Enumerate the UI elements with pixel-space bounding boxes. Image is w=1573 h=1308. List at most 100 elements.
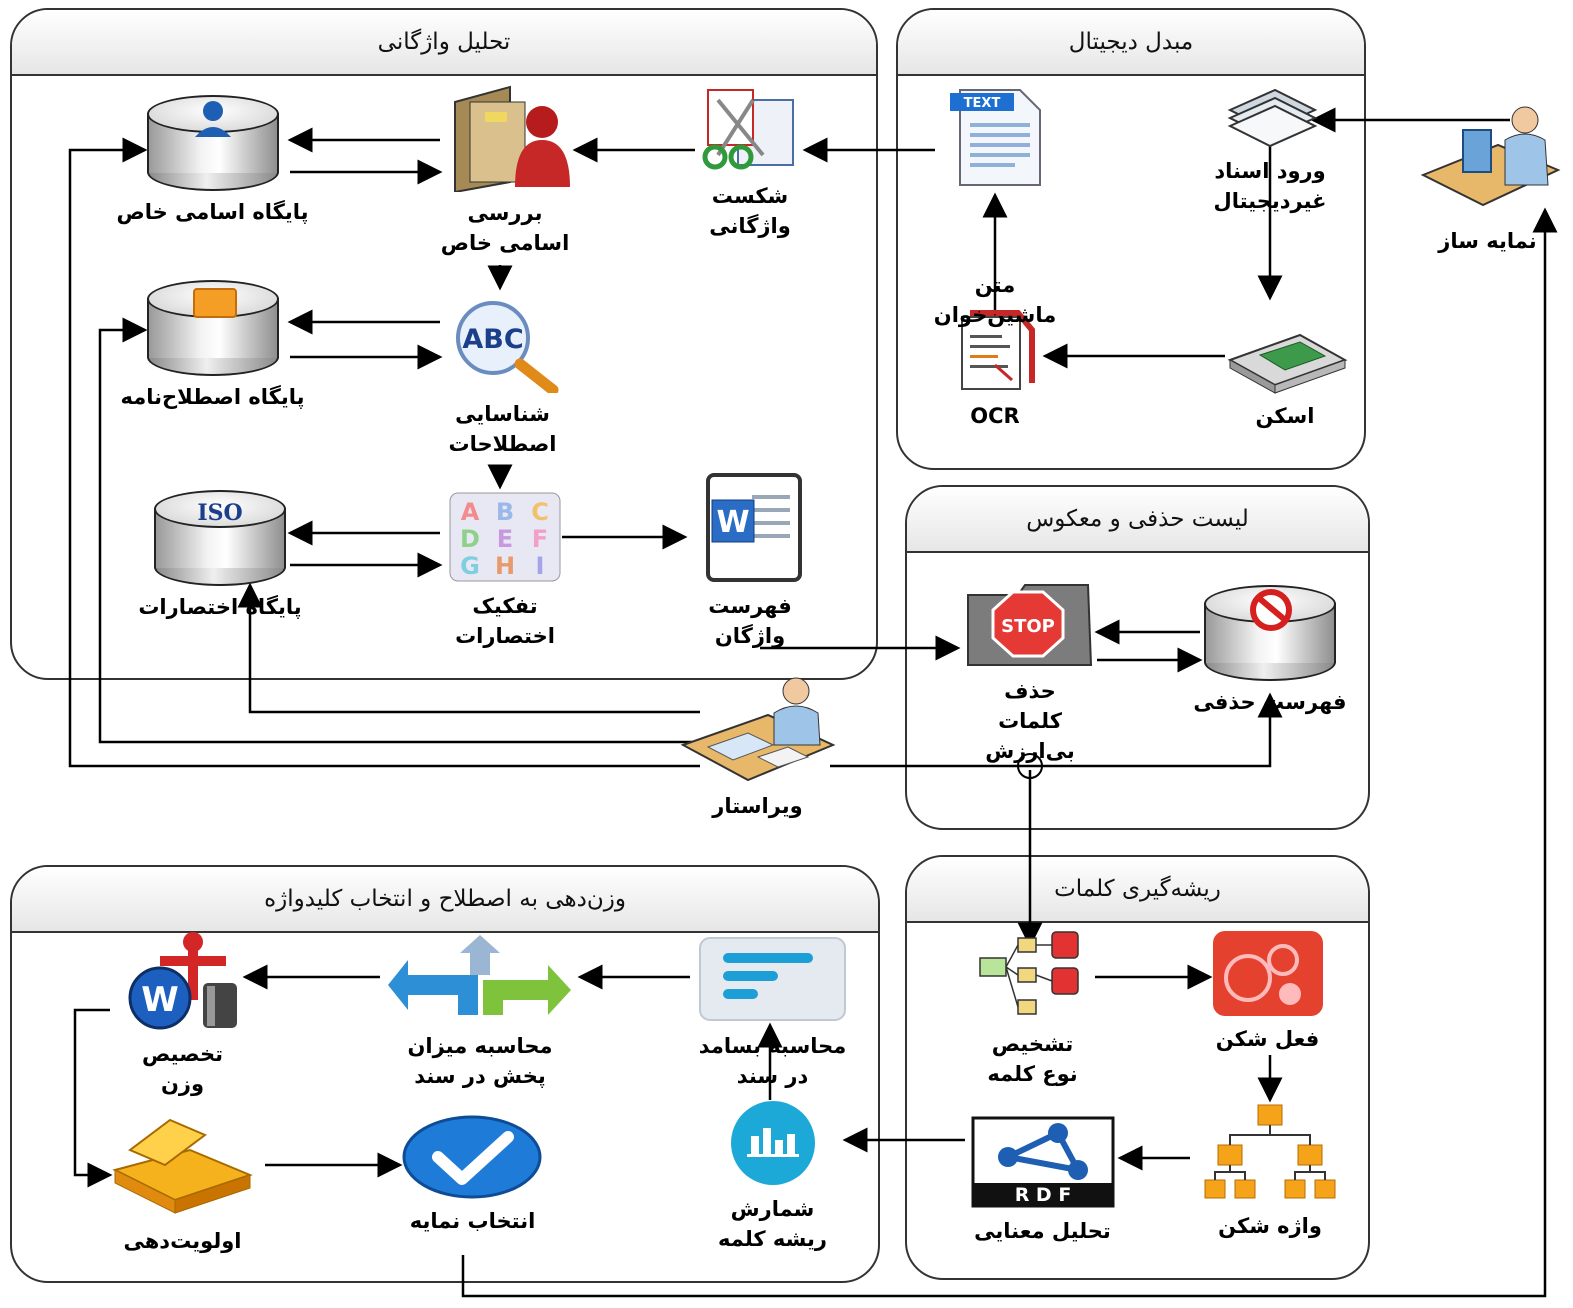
diverging-arrows-icon <box>387 935 571 1015</box>
scan-node: اسکن <box>1210 330 1360 431</box>
svg-text:TEXT: TEXT <box>964 96 1001 111</box>
arrow-weight-to-prioritize <box>73 1008 113 1188</box>
stoplist-title: لیست حذفی و معکوس <box>907 487 1368 553</box>
alphabet-letter: B <box>496 498 514 526</box>
stopword-removal-node: STOP حذف کلمات بی‌ارزش <box>955 580 1105 766</box>
word-document-icon: W <box>706 473 802 582</box>
thesaurus-db-label: پایگاه اصطلاح‌نامه <box>120 385 305 409</box>
ocr-document-icon <box>961 310 1035 390</box>
prioritize-label: اولویت‌دهی <box>123 1229 242 1253</box>
line-crossing-loop <box>1017 753 1043 779</box>
doc-frequency-label: محاسبه بسامد در سند <box>698 1034 847 1088</box>
lexical-analysis-title: تحلیل واژگانی <box>12 10 876 76</box>
index-select-node: انتخاب نمایه <box>390 1115 555 1236</box>
proper-names-check-node: بررسی اسامی خاص <box>420 82 590 258</box>
user-database-icon <box>146 95 279 191</box>
root-count-label: شمارش ریشه کلمه <box>718 1197 827 1251</box>
abbrev-separation-label: تفکیک اختصارات <box>455 594 555 648</box>
ocr-node: OCR <box>935 305 1055 431</box>
root-count-node: شمارش ریشه کلمه <box>700 1098 845 1254</box>
svg-text:W: W <box>141 980 179 1020</box>
indexer-label: نمایه ساز <box>1438 229 1537 253</box>
non-digital-input-label: ورود اسناد غیردیجیتال <box>1213 159 1327 213</box>
alphabet-letter: I <box>536 552 545 580</box>
abbrev-db-node: ISO پایگاه اختصارات <box>115 490 325 622</box>
bubbles-icon <box>1212 931 1323 1016</box>
word-breaker-label: واژه شکن <box>1218 1214 1322 1238</box>
abc-magnifier-icon: ABC <box>455 301 558 393</box>
stop-list-node: فهرست حذفی <box>1170 585 1370 717</box>
weight-scale-icon: W <box>128 932 237 1030</box>
word-list-node: W فهرست واژگان <box>680 470 820 651</box>
arrow-editor-to-thesaurus <box>98 317 700 744</box>
weight-assign-label: تخصیص وزن <box>142 1042 223 1096</box>
stop-folder-icon: STOP <box>966 584 1092 666</box>
term-recognition-label: شناسایی اصطلاحات <box>448 402 557 456</box>
editor-label: ویراستار <box>712 794 803 818</box>
term-recognition-node: ABC شناسایی اصطلاحات <box>420 298 585 459</box>
doc-frequency-node: محاسبه بسامد در سند <box>690 935 855 1091</box>
alphabet-letter: C <box>531 498 549 526</box>
alphabet-letter: E <box>497 525 513 553</box>
word-list-label: فهرست واژگان <box>708 594 792 648</box>
person-at-computer-icon <box>1420 106 1560 207</box>
svg-text:STOP: STOP <box>1001 616 1055 637</box>
word-break-label: شکست واژگانی <box>709 184 791 238</box>
stemming-title: ریشه‌گیری کلمات <box>907 857 1368 923</box>
alphabet-letter: D <box>460 525 480 553</box>
arrow-editor-to-namesdb <box>68 137 700 768</box>
stop-list-label: فهرست حذفی <box>1193 690 1347 714</box>
scan-label: اسکن <box>1255 404 1315 428</box>
word-breaker-node: واژه شکن <box>1195 1100 1345 1241</box>
weight-assign-node: W تخصیص وزن <box>105 928 260 1099</box>
non-digital-input-node: ورود اسناد غیردیجیتال <box>1195 80 1345 216</box>
index-select-label: انتخاب نمایه <box>409 1209 536 1233</box>
weighting-title: وزن‌دهی به اصطلاح و انتخاب کلیدواژه <box>12 867 878 933</box>
digitizer-panel: مبدل دیجیتال <box>896 8 1366 470</box>
scanner-icon <box>1227 333 1348 394</box>
flowchart-icon <box>979 931 1079 1015</box>
ocr-label: OCR <box>970 404 1020 428</box>
weighting-panel: وزن‌دهی به اصطلاح و انتخاب کلیدواژه <box>10 865 880 1283</box>
svg-text:ABC: ABC <box>462 324 523 355</box>
alphabet-letter: F <box>532 525 548 553</box>
alphabet-letter: H <box>495 552 515 580</box>
word-type-node: تشخیص نوع کلمه <box>960 928 1105 1089</box>
machine-readable-label: متن ماشین‌خوان <box>933 273 1057 327</box>
proper-names-db-label: پایگاه اسامی خاص <box>116 200 309 224</box>
person-at-desk-icon <box>680 677 835 782</box>
indexer-actor: نمایه ساز <box>1410 100 1565 256</box>
hierarchy-icon <box>1204 1104 1336 1199</box>
document-stack-icon <box>1227 88 1318 148</box>
distribution-node: محاسبه میزان پخش در سند <box>385 935 575 1091</box>
proper-names-check-label: بررسی اسامی خاص <box>440 201 570 255</box>
arrow-index-to-indexer <box>461 207 1558 1298</box>
stemming-panel: ریشه‌گیری کلمات <box>905 855 1370 1280</box>
arrow-editor-to-abbrevdb <box>237 582 700 714</box>
folder-user-icon <box>454 85 570 192</box>
thesaurus-db-node: پایگاه اصطلاح‌نامه <box>105 280 320 412</box>
text-file-icon: TEXT <box>950 89 1041 186</box>
editor-actor: ویراستار <box>675 675 840 821</box>
scissors-document-icon <box>702 89 794 170</box>
svg-text:R D F: R D F <box>1014 1184 1071 1206</box>
arrow-editor-to-stoplist <box>830 692 1283 768</box>
verb-breaker-node: فعل شکن <box>1200 928 1335 1054</box>
gold-bars-icon <box>112 1118 253 1214</box>
digitizer-title: مبدل دیجیتال <box>898 10 1364 76</box>
abbrev-db-label: پایگاه اختصارات <box>138 595 302 619</box>
frequency-list-icon <box>699 937 846 1021</box>
thesaurus-database-icon <box>146 280 279 376</box>
iso-database-icon: ISO <box>154 490 286 586</box>
distribution-label: محاسبه میزان پخش در سند <box>407 1034 553 1088</box>
alphabet-letter: G <box>460 552 480 580</box>
no-sign-database-icon <box>1204 585 1336 681</box>
word-break-node: شکست واژگانی <box>685 85 815 241</box>
proper-names-db-node: پایگاه اسامی خاص <box>105 95 320 227</box>
semantic-analysis-node: R D F تحلیل معنایی <box>960 1115 1125 1246</box>
svg-text:W: W <box>716 505 749 540</box>
